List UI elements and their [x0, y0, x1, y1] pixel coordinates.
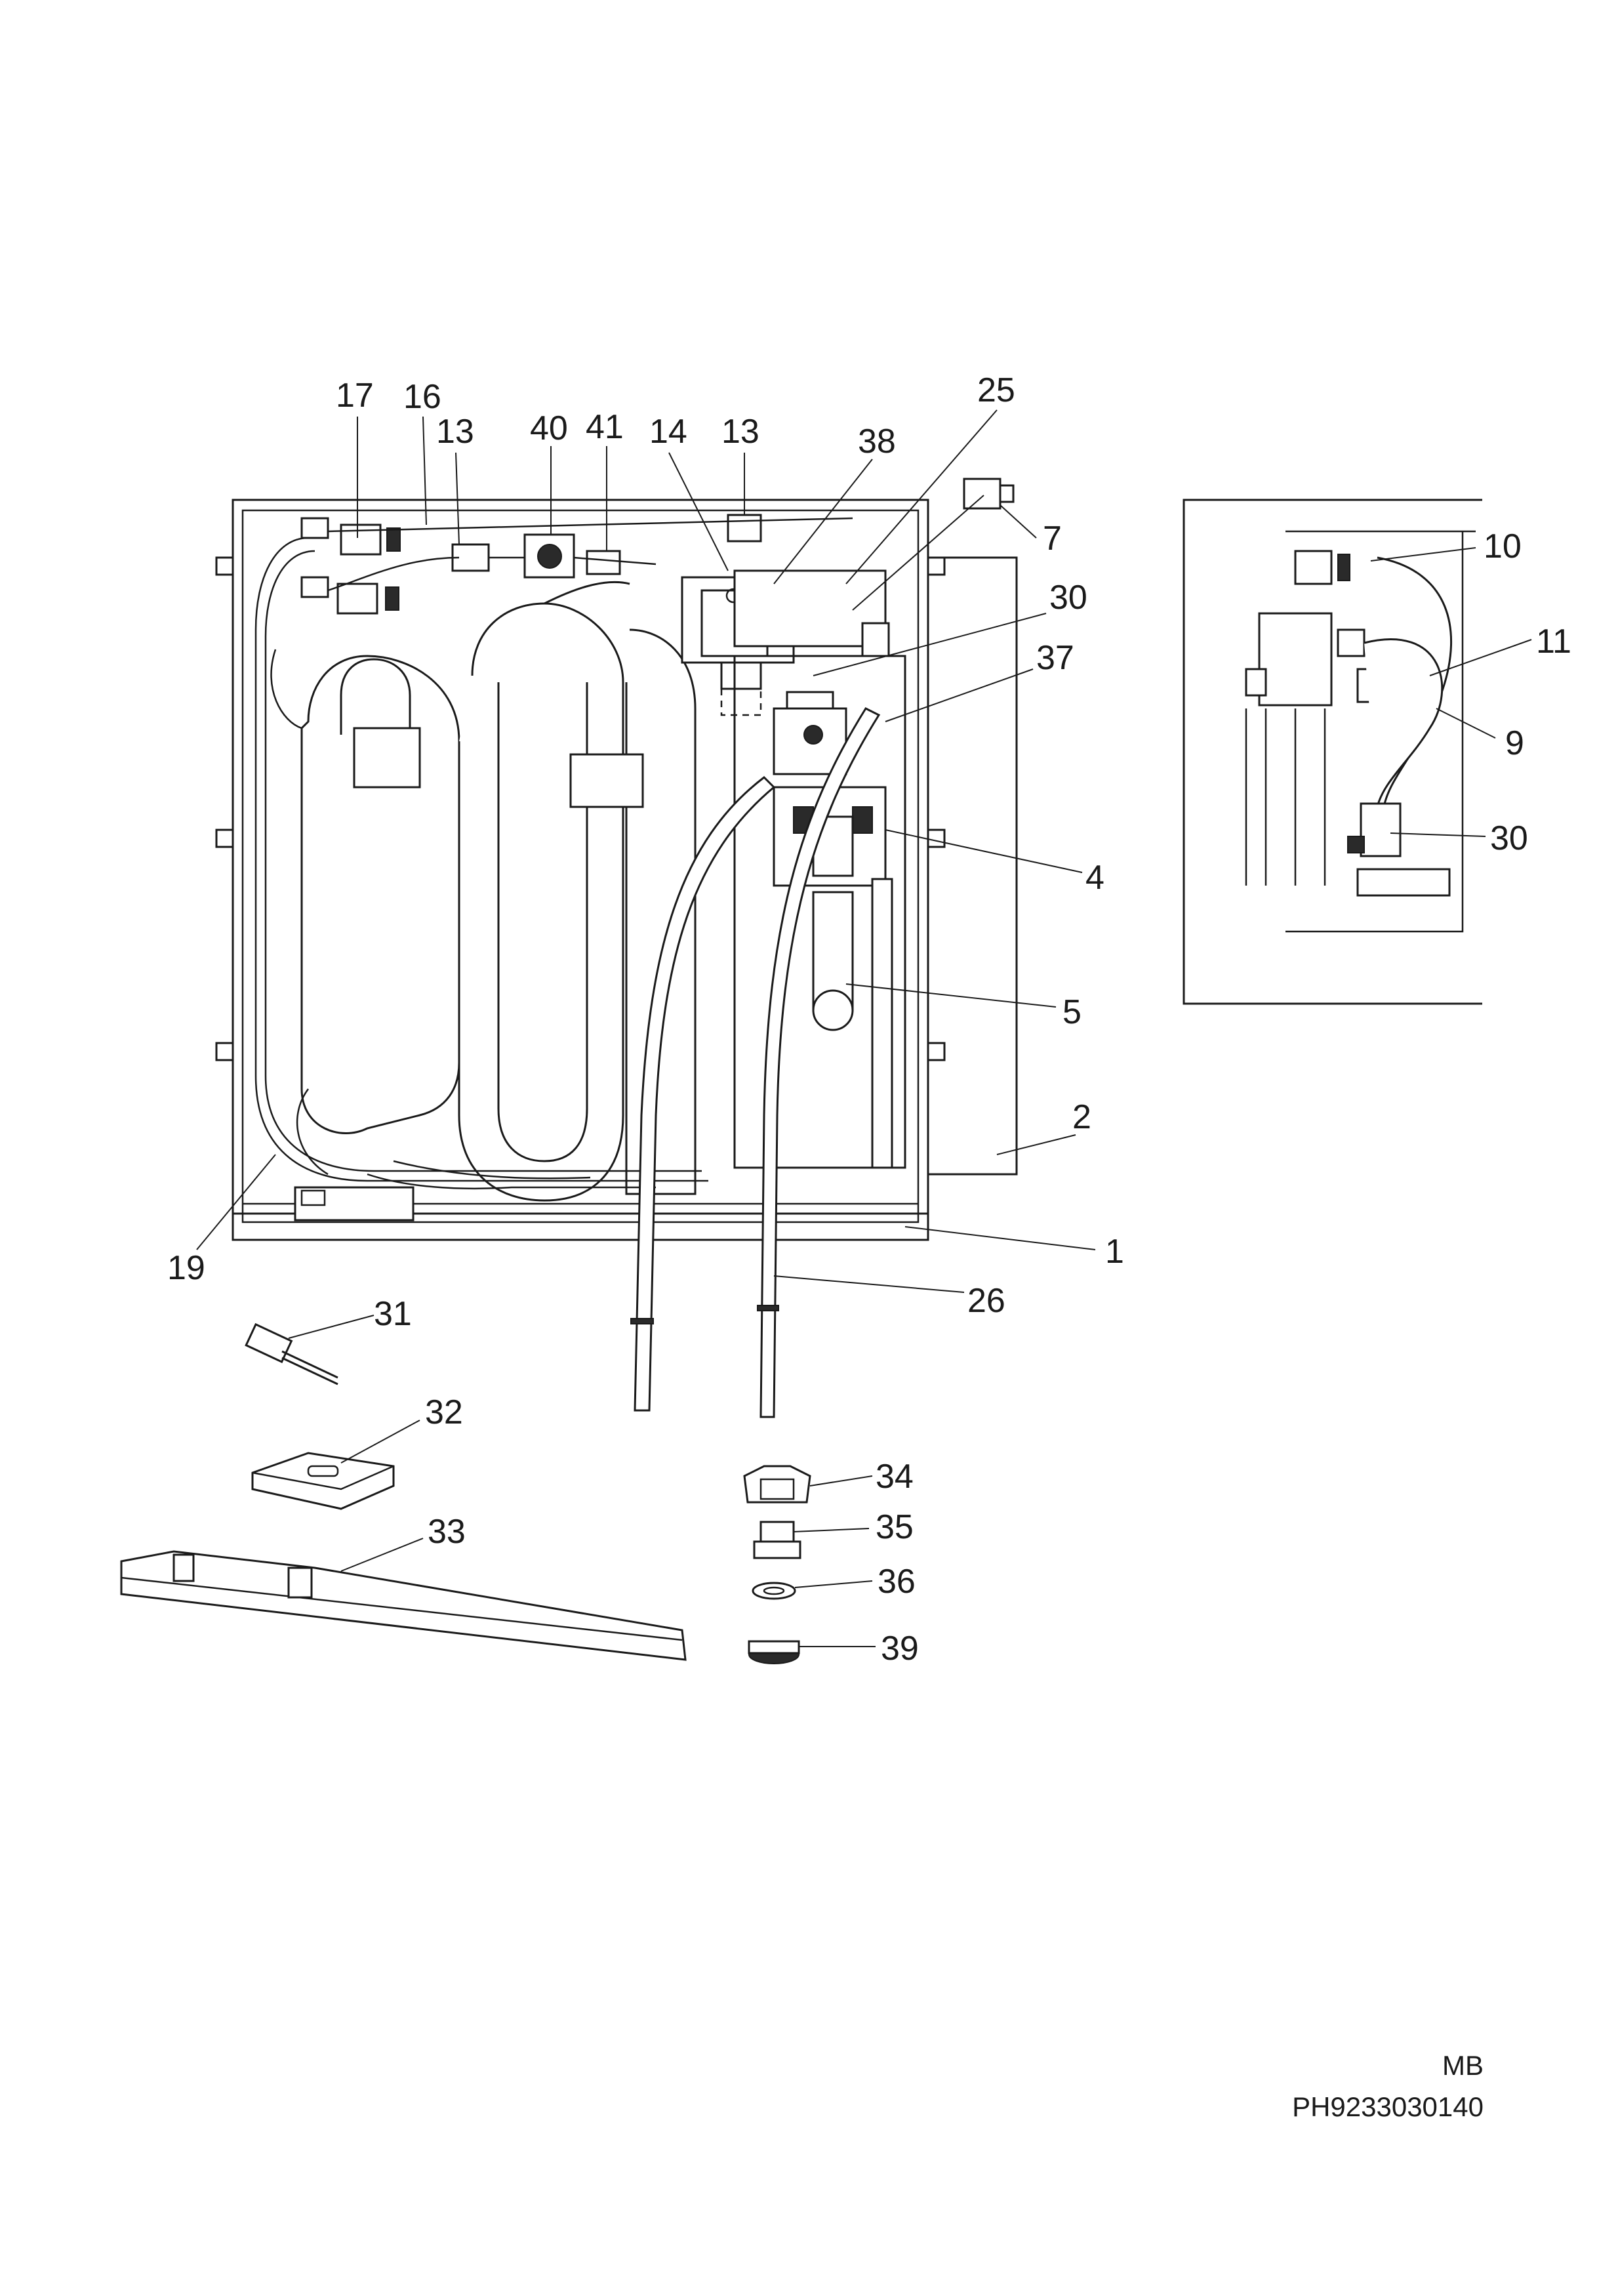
callout-39: 39 — [881, 1630, 919, 1668]
callout-35: 35 — [876, 1508, 914, 1546]
callout-10: 10 — [1484, 527, 1522, 565]
callout-19: 19 — [167, 1249, 205, 1287]
pump-and-valve-stack — [733, 655, 906, 1169]
part-36-washer — [752, 1582, 796, 1600]
callout-36: 36 — [878, 1563, 916, 1601]
callout-labels: 17 16 13 40 41 14 13 38 25 7 30 37 4 5 2… — [167, 371, 1571, 1668]
callout-9: 9 — [1505, 724, 1524, 762]
callout-26: 26 — [967, 1282, 1005, 1320]
internal-hoses — [254, 537, 708, 1190]
model-code: MB — [1442, 2050, 1484, 2081]
callout-31: 31 — [374, 1295, 412, 1333]
callout-5: 5 — [1062, 993, 1082, 1031]
callout-17: 17 — [336, 377, 374, 415]
part-39-gasket — [748, 1640, 800, 1664]
part-31-clip — [245, 1322, 338, 1385]
footer-block: MB — [1442, 2050, 1484, 2081]
callout-11: 11 — [1536, 623, 1571, 661]
callout-4: 4 — [1085, 859, 1104, 897]
drawing-number: PH9233030140 — [1292, 2091, 1484, 2122]
control-module — [681, 569, 890, 716]
callout-41: 41 — [586, 408, 624, 446]
top-fittings — [300, 514, 853, 615]
part-35-nozzle — [753, 1521, 801, 1559]
callout-37: 37 — [1036, 639, 1074, 677]
part-34-cap — [743, 1465, 811, 1504]
outlet-hoses — [630, 707, 881, 1418]
side-clips — [215, 556, 946, 1061]
leader-lines — [196, 409, 1532, 1647]
loose-parts — [120, 1322, 811, 1664]
callout-32: 32 — [425, 1393, 463, 1431]
callout-30-inset: 30 — [1490, 819, 1528, 857]
footer-part-number-block: PH9233030140 — [1292, 2091, 1484, 2123]
callout-16: 16 — [403, 378, 441, 416]
callout-1: 1 — [1105, 1233, 1124, 1271]
callout-30-main: 30 — [1049, 579, 1087, 617]
callout-25: 25 — [977, 371, 1015, 409]
callout-14: 14 — [649, 413, 687, 451]
part-32-pad — [251, 1452, 395, 1510]
main-cabinet-assembly — [215, 478, 1018, 1418]
callout-33: 33 — [428, 1513, 466, 1551]
detail-inset — [1183, 499, 1482, 1005]
part-7-connector — [963, 478, 1001, 510]
callout-34: 34 — [876, 1458, 914, 1496]
callout-13-right: 13 — [721, 413, 759, 451]
callout-38: 38 — [858, 422, 896, 461]
serpentine-filter-tube — [270, 581, 697, 1202]
part-33-trim-strip — [120, 1550, 687, 1661]
callout-2: 2 — [1072, 1098, 1091, 1136]
callout-13-left: 13 — [436, 413, 474, 451]
callout-7: 7 — [1043, 520, 1062, 558]
callout-40: 40 — [530, 409, 568, 447]
